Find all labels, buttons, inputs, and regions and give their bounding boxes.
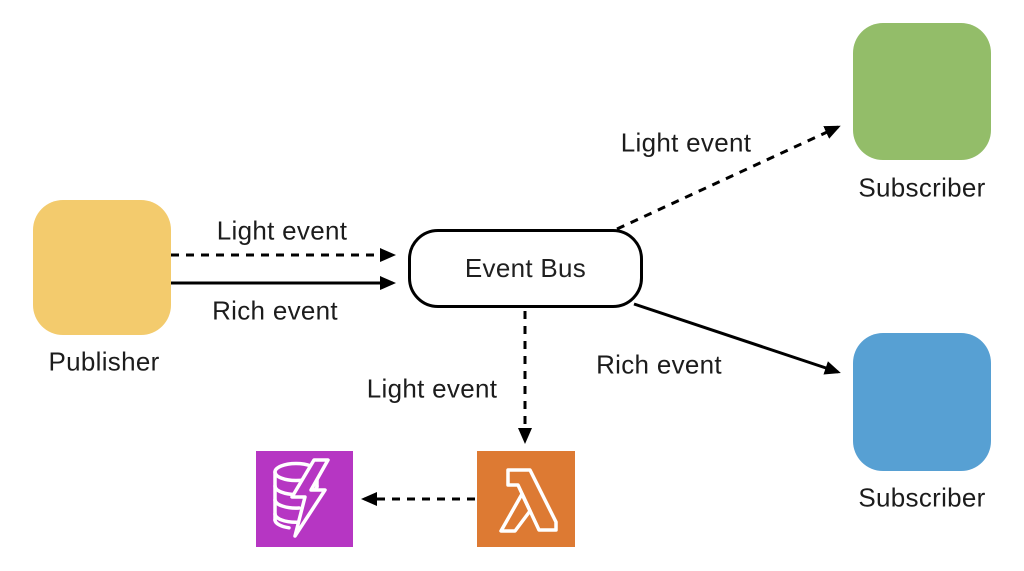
event-bus-node: Event Bus xyxy=(408,229,643,308)
subscriber-top-node xyxy=(853,23,991,160)
edge-label-light-event-top: Light event xyxy=(620,127,752,158)
subscriber-top-label: Subscriber xyxy=(858,172,986,203)
publisher-label: Publisher xyxy=(48,346,160,377)
event-bus-label: Event Bus xyxy=(464,253,587,283)
lambda-node xyxy=(477,451,575,547)
database-node xyxy=(256,451,353,547)
publisher-node xyxy=(33,200,171,335)
edge-label-light-event-bottom: Light event xyxy=(366,373,498,404)
subscriber-bottom-label: Subscriber xyxy=(858,482,986,513)
subscriber-bottom-node xyxy=(853,333,991,471)
edge-bus-to-subscriber-top xyxy=(616,125,841,231)
edge-label-rich-event-left: Rich event xyxy=(212,295,338,326)
database-lightning-icon xyxy=(273,458,330,538)
edge-label-rich-event-right: Rich event xyxy=(596,349,722,380)
lambda-icon xyxy=(499,468,558,533)
edge-label-light-event-left: Light event xyxy=(216,215,348,246)
edge-bus-to-subscriber-bottom xyxy=(633,302,841,375)
